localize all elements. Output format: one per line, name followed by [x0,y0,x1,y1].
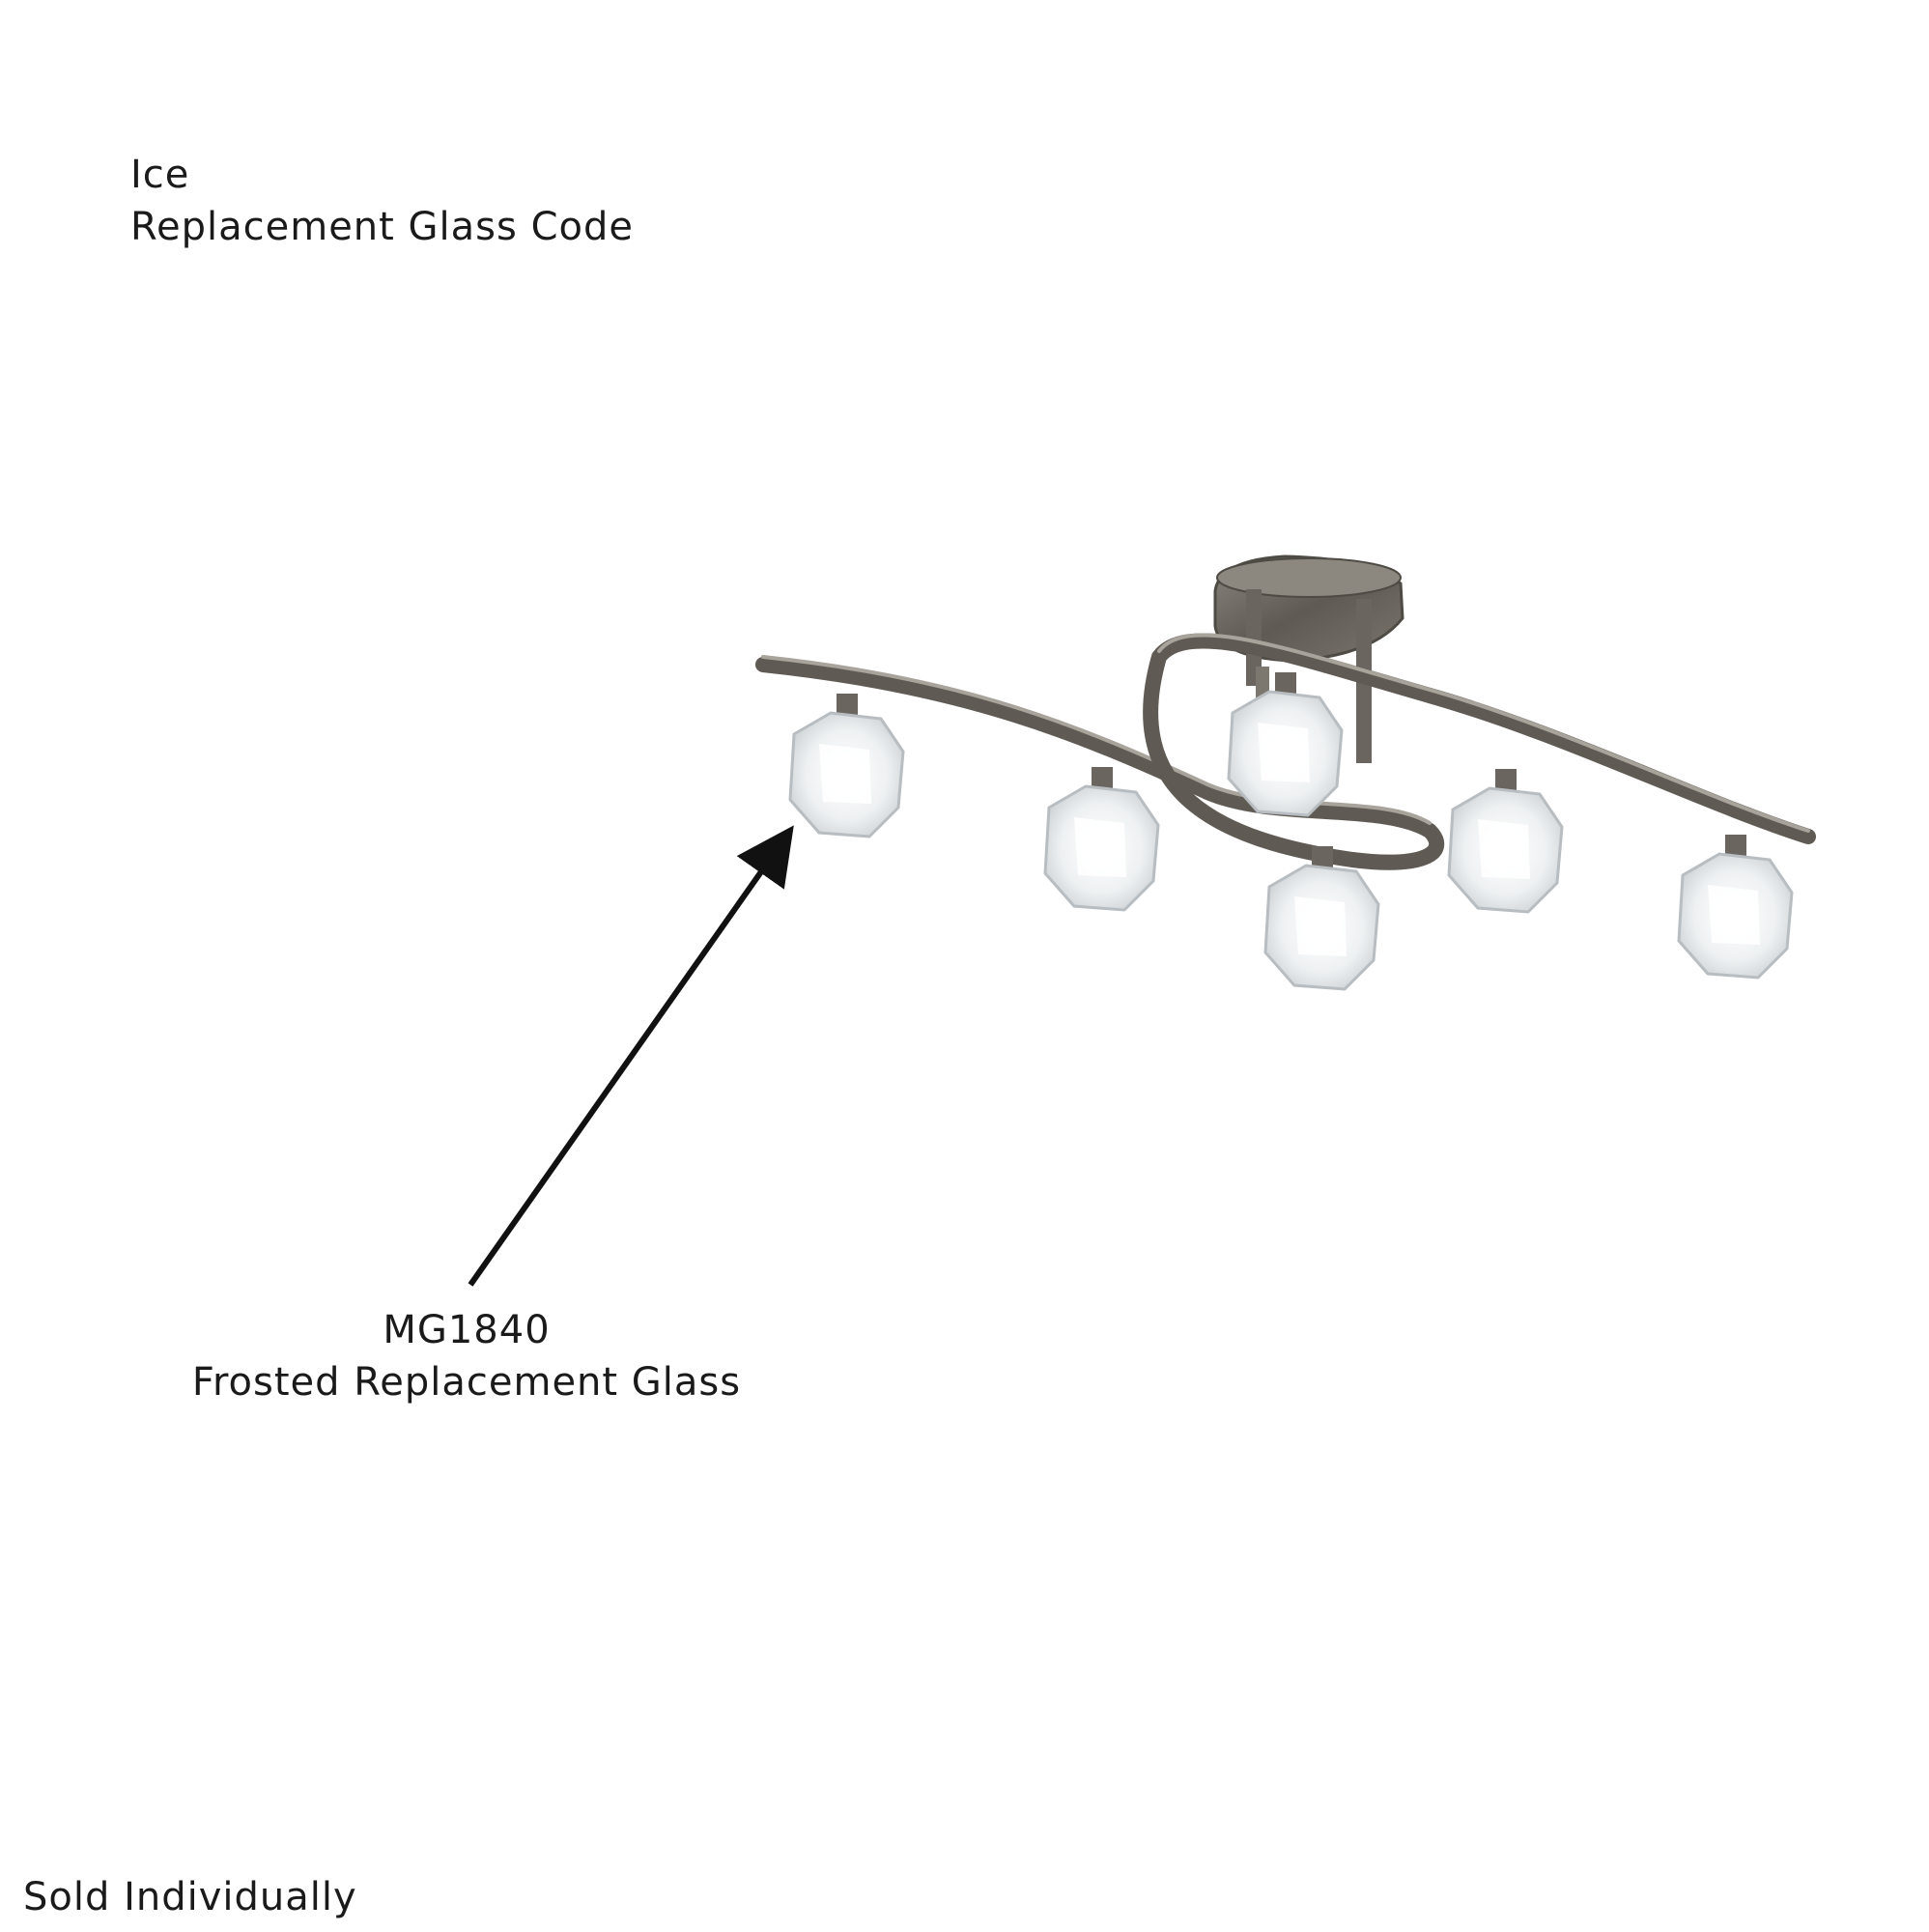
sold-individually-note: Sold Individually [23,1875,357,1919]
glass-description: Frosted Replacement Glass [191,1360,742,1405]
glass-shade-6 [1677,835,1794,980]
glass-code: MG1840 [383,1308,551,1352]
glass-shade-4 [1263,846,1380,991]
back-arm [1143,633,1816,867]
header: Ice Replacement Glass Code [130,149,634,253]
callout-arrow [468,825,794,1287]
subtitle: Replacement Glass Code [130,205,634,249]
glass-shade-5 [1447,769,1564,914]
glass-shade-2 [1043,767,1160,912]
glass-shade-1 [788,694,905,838]
callout-label: MG1840 Frosted Replacement Glass [172,1304,761,1408]
product-name: Ice [130,153,190,197]
glass-shade-3 [1227,672,1344,817]
footer: Sold Individually [23,1871,357,1923]
